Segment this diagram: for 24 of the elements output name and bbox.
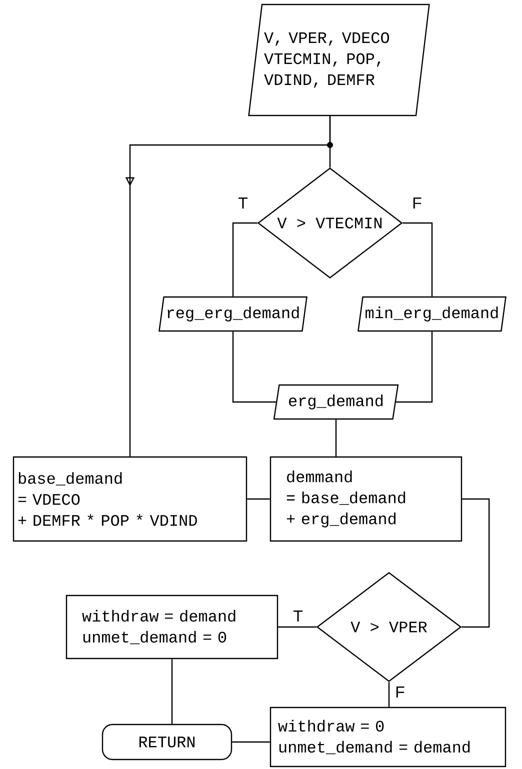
terminator-box: RETURN: [102, 724, 232, 760]
edge-label: T: [292, 610, 304, 622]
edge-label: F: [394, 686, 406, 698]
connector: [232, 332, 276, 403]
connector: [335, 420, 337, 456]
connector: [462, 498, 490, 628]
data-parallelogram: erg_demand: [273, 384, 399, 420]
edge-label: F: [411, 196, 423, 210]
data-parallelogram: min_erg_demand: [358, 296, 506, 332]
data-parallelogram: reg_erg_demand: [158, 296, 308, 332]
process-box: demmand = base_demand + erg_demand: [270, 456, 462, 542]
input-parallelogram: V, VPER, VDECO VTECMIN, POP, VDIND, DEMFR: [248, 4, 430, 116]
connector: [171, 659, 173, 724]
connector: [232, 222, 258, 296]
connector: [232, 741, 270, 743]
process-box: base_demand = VDECO + DEMFR * POP * VDIND: [12, 456, 248, 542]
connector: [402, 222, 433, 296]
process-box: withdraw = 0 unmet_demand = demand: [270, 706, 506, 768]
connector: [278, 626, 316, 628]
connector: [396, 332, 433, 403]
process-box: withdraw = demand unmet_demand = 0: [66, 594, 278, 660]
connector: [388, 682, 390, 707]
connector: [247, 498, 270, 500]
edge-label: T: [237, 196, 249, 210]
